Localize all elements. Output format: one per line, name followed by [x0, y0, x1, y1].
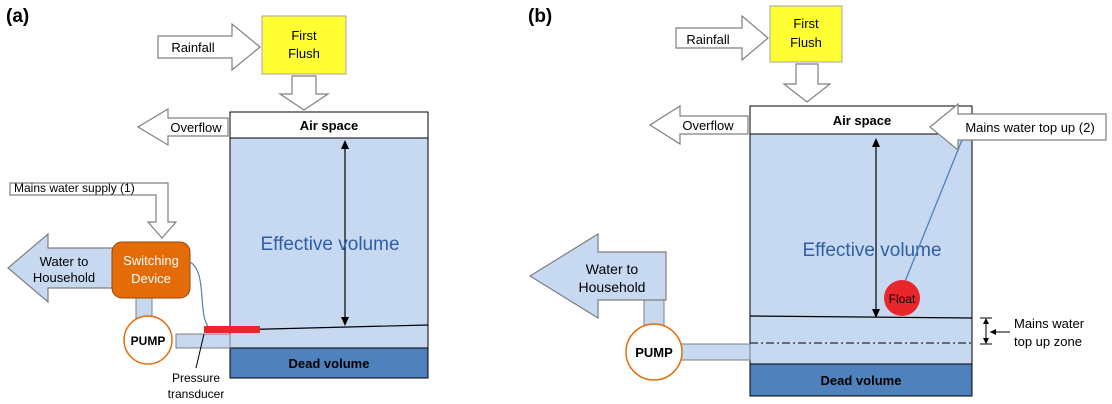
- pump-label: PUMP: [131, 334, 166, 348]
- pressure-label-line1: Pressure: [172, 371, 220, 385]
- topup-zone-pointer-head: [990, 329, 996, 335]
- overflow-label: Overflow: [682, 118, 734, 133]
- water-to-label-line2: Household: [579, 279, 646, 295]
- water-level-line: [229, 324, 429, 331]
- first-flush-label-line1: First: [291, 28, 317, 43]
- first-flush-box: [261, 15, 347, 75]
- dead-volume: [749, 363, 973, 397]
- water-to-label-line1: Water to: [586, 261, 639, 277]
- air-space-label: Air space: [300, 118, 359, 133]
- overflow-label: Overflow: [170, 120, 222, 135]
- pressure-pointer-line: [195, 333, 205, 369]
- water-to-household-arrow: [528, 232, 667, 320]
- overflow-arrow: [136, 107, 229, 147]
- rainfall-arrow: [675, 14, 769, 62]
- effective-volume-label: Effective volume: [260, 234, 399, 255]
- first-flush-box: [769, 5, 843, 63]
- sensor-wire: [189, 261, 215, 331]
- panel-a: (a) Rainfall First Flush Overflow Air sp…: [6, 6, 429, 401]
- mains-topup-label: Mains water top up (2): [965, 120, 1094, 135]
- inflow-down-arrow: [782, 63, 832, 103]
- effective-volume-label: Effective volume: [802, 240, 941, 261]
- switching-device-label-line2: Device: [131, 271, 171, 286]
- mains-zone-label-line2: top up zone: [1014, 334, 1082, 349]
- pipe-horizontal: [679, 343, 751, 361]
- air-space: [229, 111, 429, 139]
- air-space-label: Air space: [833, 113, 892, 128]
- rainfall-arrow: [157, 22, 261, 72]
- float-arm: [903, 139, 963, 285]
- panel-b: (b) Rainfall First Flush Overflow Air sp…: [528, 5, 1107, 397]
- water-to-household-arrow: [7, 232, 117, 304]
- effective-volume-arrowhead-bottom: [872, 309, 880, 318]
- pump: [123, 315, 173, 365]
- float-label: Float: [889, 292, 916, 306]
- first-flush-label-line1: First: [793, 16, 819, 31]
- tank-body: [749, 133, 973, 365]
- pipe-horizontal: [175, 333, 231, 349]
- water-to-label-line2: Household: [33, 270, 95, 285]
- dead-volume-label: Dead volume: [821, 373, 902, 388]
- first-flush-label-line2: Flush: [790, 35, 822, 50]
- pressure-label-line2: transducer: [168, 387, 225, 401]
- first-flush-label-line2: Flush: [288, 46, 320, 61]
- rainfall-label: Rainfall: [686, 32, 729, 47]
- mains-zone-label-line1: Mains water: [1014, 316, 1085, 331]
- mains-supply-arrow: [9, 182, 178, 239]
- pump: [625, 323, 683, 381]
- switching-device-label-line1: Switching: [123, 253, 179, 268]
- pump-label: PUMP: [635, 345, 673, 360]
- switching-device: [111, 241, 191, 299]
- panel-a-label: (a): [6, 6, 29, 27]
- overflow-arrow: [648, 104, 749, 146]
- rainfall-label: Rainfall: [171, 40, 214, 55]
- effective-volume-arrowhead-bottom: [341, 317, 349, 326]
- mains-topup-arrow: [929, 102, 1107, 152]
- effective-volume-arrowhead-top: [872, 138, 880, 147]
- pressure-transducer: [204, 326, 260, 333]
- topup-zone-arrowhead-bottom: [983, 338, 989, 344]
- topup-zone-arrowhead-top: [983, 318, 989, 324]
- effective-volume-arrowhead-top: [341, 140, 349, 149]
- mains-supply-label: Mains water supply (1): [14, 181, 135, 195]
- water-to-label-line1: Water to: [40, 254, 89, 269]
- float: [884, 280, 920, 316]
- dead-volume-label: Dead volume: [289, 356, 370, 371]
- water-level-line: [749, 315, 973, 319]
- panel-b-label: (b): [528, 6, 552, 27]
- dead-volume: [229, 347, 429, 379]
- tank-body: [229, 137, 429, 349]
- inflow-down-arrow: [278, 75, 330, 111]
